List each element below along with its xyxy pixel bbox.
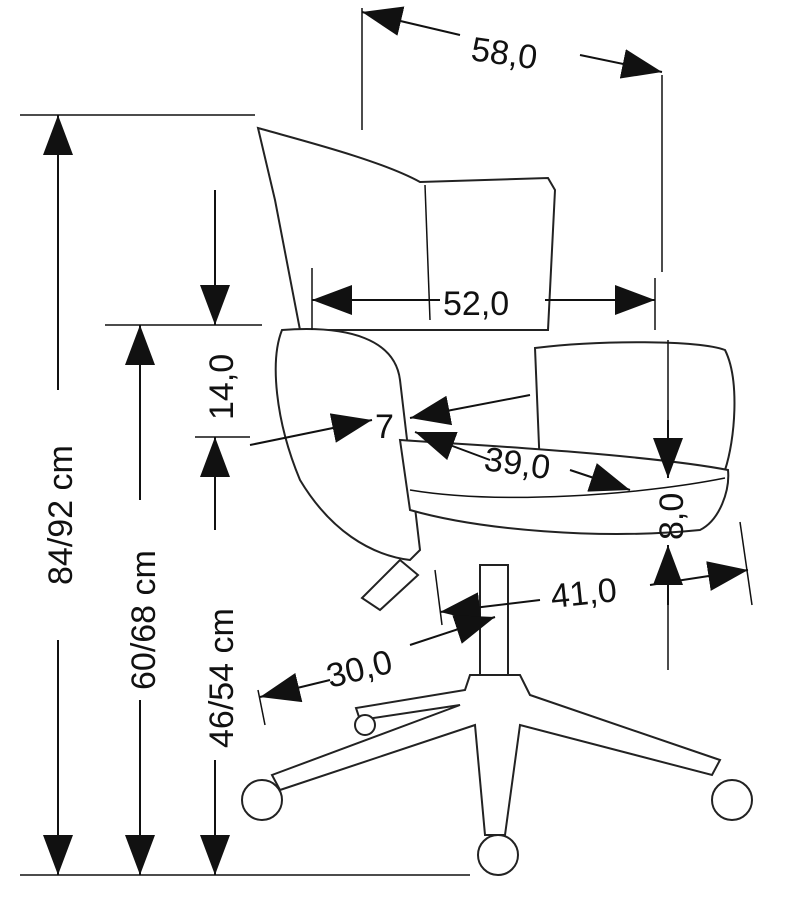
chair-star-base	[270, 674, 722, 836]
chair-seat	[398, 438, 730, 535]
label-overall-depth: 58,0	[469, 30, 540, 77]
chair-lever	[360, 558, 420, 612]
label-base-radius: 30,0	[323, 643, 396, 696]
dimension-arrows	[43, 6, 749, 875]
label-armrest-width: 7	[375, 408, 394, 446]
label-seat-depth: 39,0	[482, 440, 553, 487]
chair-wheel	[477, 834, 519, 876]
label-seat-thickness: 8,0	[653, 493, 691, 540]
label-armrest-above-seat: 14,0	[203, 354, 241, 420]
chair-left-armrest	[274, 328, 422, 562]
extension-lines	[20, 8, 753, 876]
label-armrest-height: 60/68 cm	[125, 550, 163, 690]
chair-wheel	[711, 779, 753, 821]
label-seat-width: 52,0	[443, 285, 509, 323]
chair-backrest	[256, 126, 557, 331]
chair-wheel	[241, 779, 283, 821]
label-seat-depth-lower: 41,0	[549, 571, 619, 616]
label-seat-height: 46/54 cm	[203, 608, 241, 748]
label-total-height: 84/92 cm	[42, 445, 80, 585]
chair-right-armrest	[533, 341, 736, 471]
chair-wheel	[354, 714, 376, 736]
